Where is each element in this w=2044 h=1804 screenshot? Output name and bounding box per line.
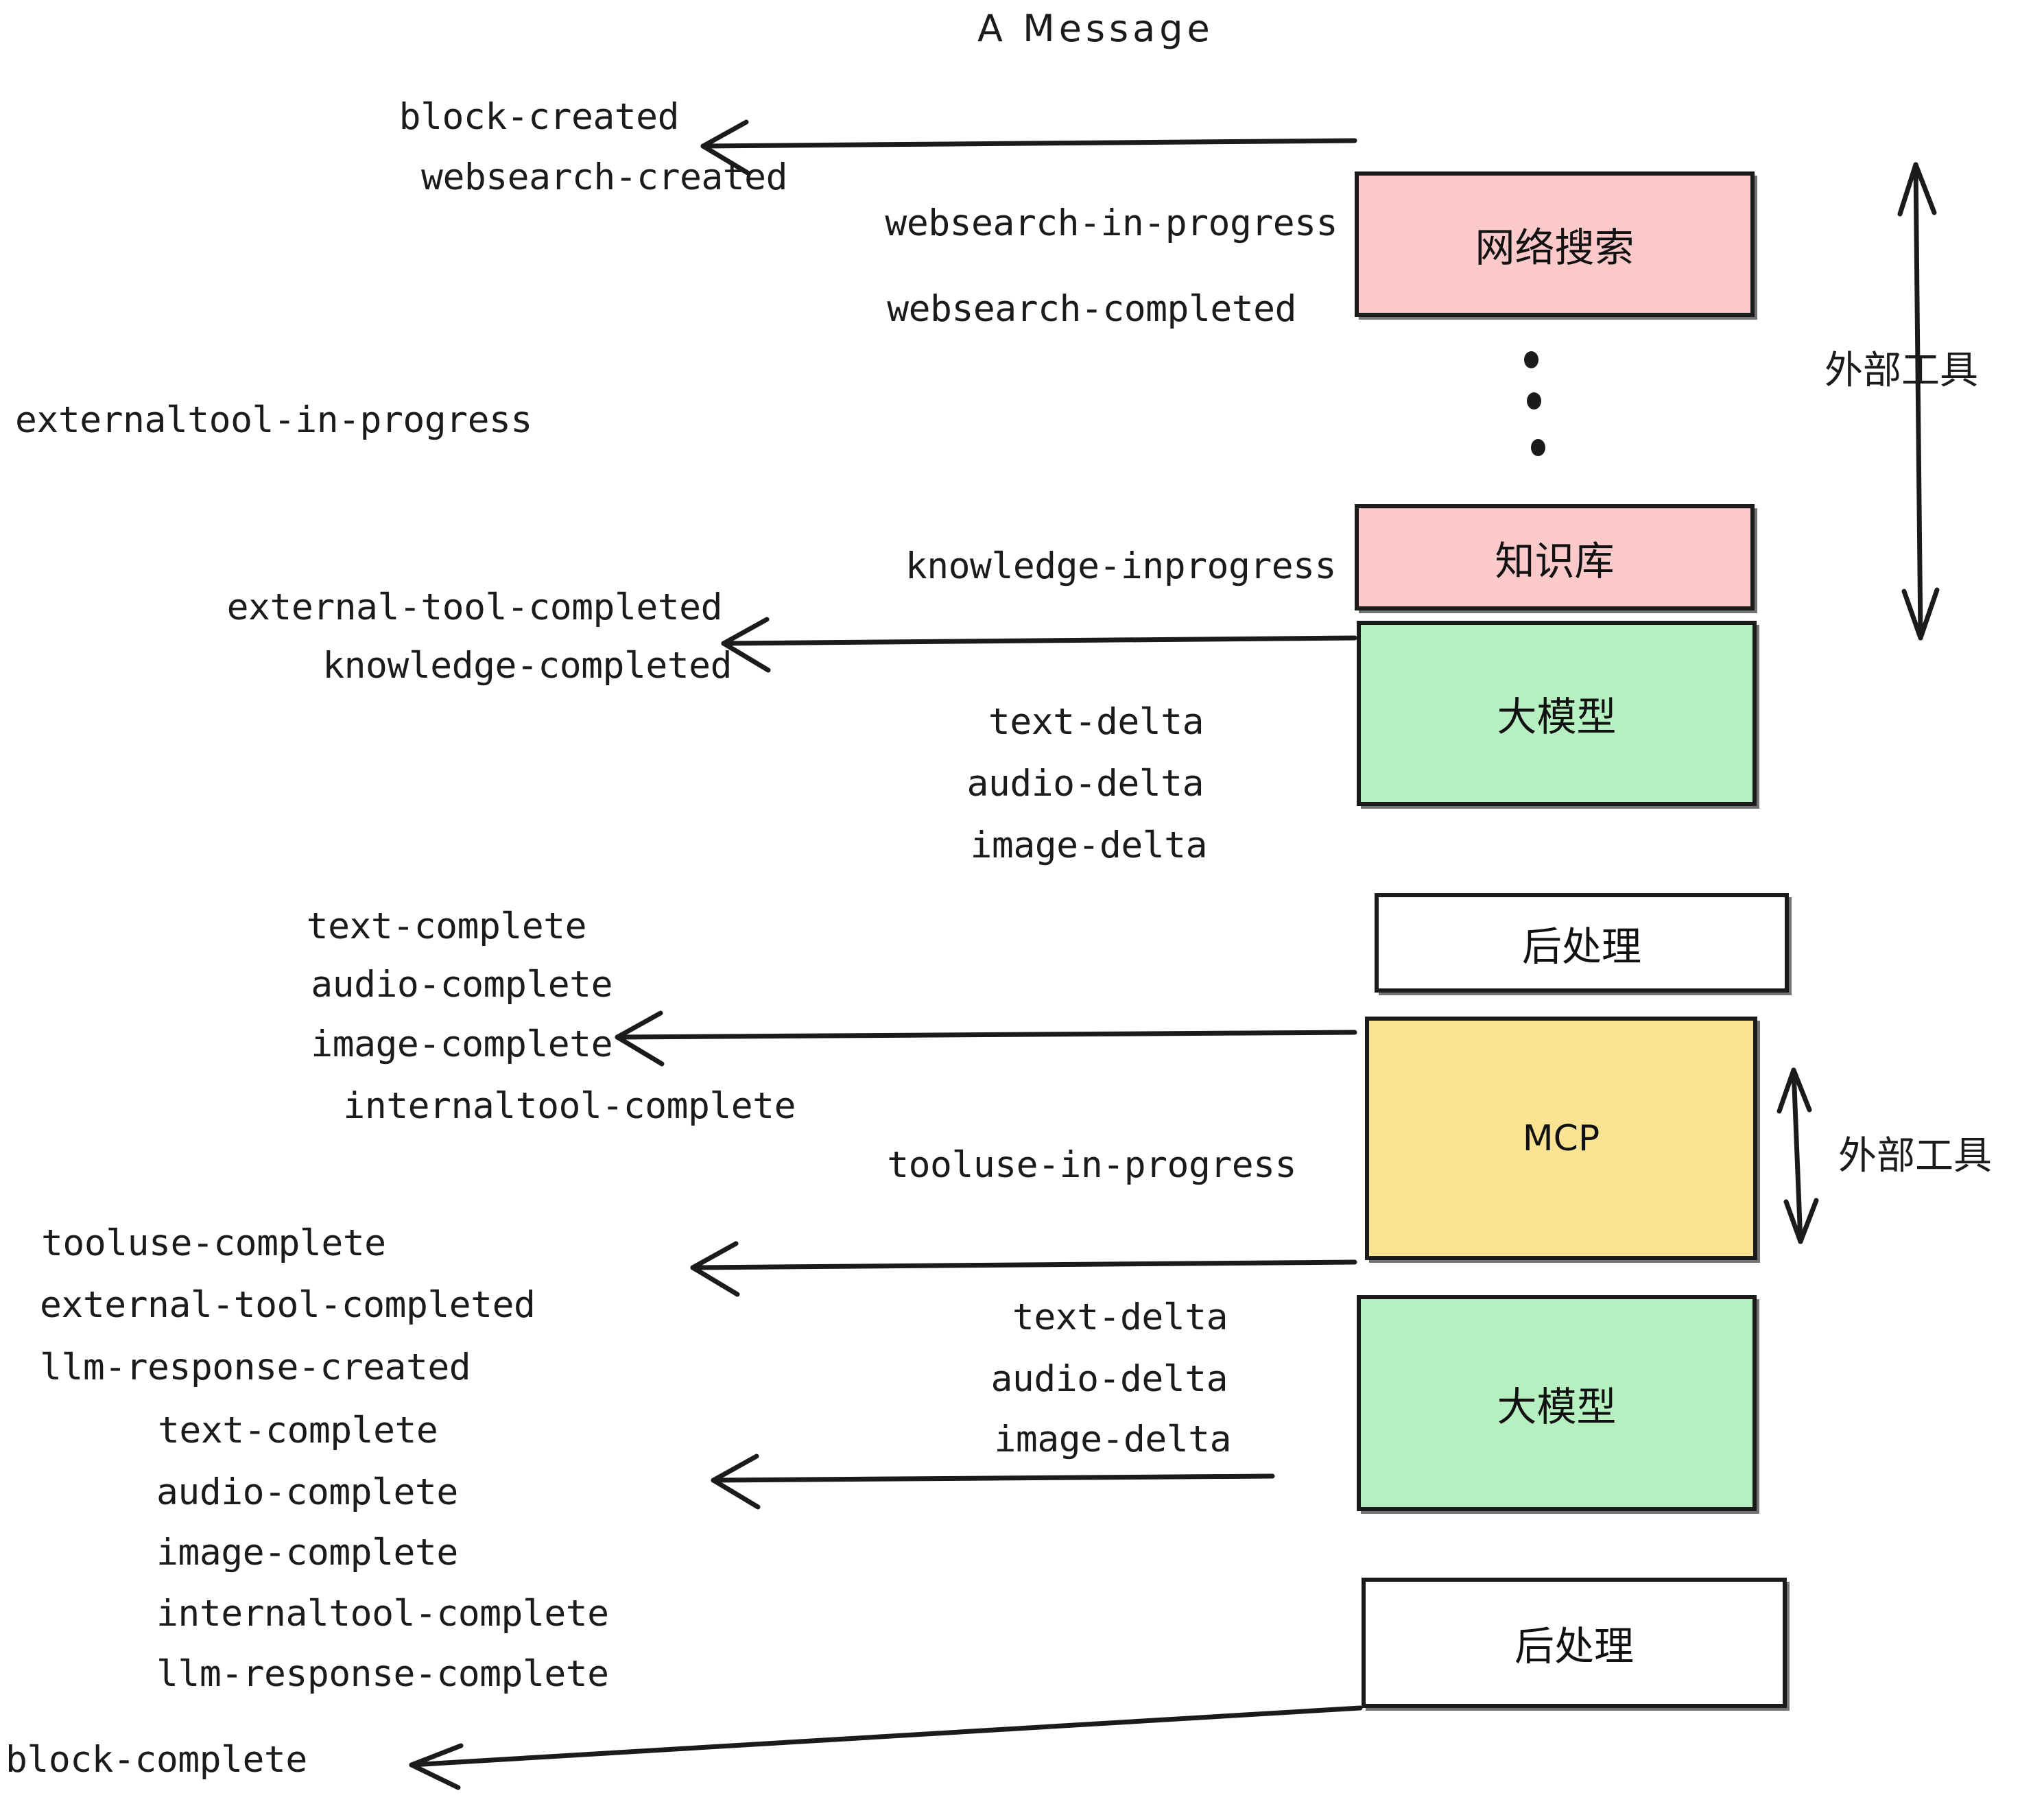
box-mcp[interactable]: MCP bbox=[1365, 1017, 1757, 1260]
event-text-delta-2: text-delta bbox=[1012, 1296, 1228, 1338]
box-label: 知识库 bbox=[1495, 537, 1615, 584]
box-label: 后处理 bbox=[1514, 1623, 1634, 1670]
event-websearch-created: websearch-created bbox=[421, 156, 787, 198]
side-label-external-tool-top: 外部工具 bbox=[1825, 348, 1978, 393]
event-tooluse-complete: tooluse-complete bbox=[41, 1222, 386, 1264]
box-llm-top[interactable]: 大模型 bbox=[1357, 621, 1757, 806]
event-internaltool-complete-1: internaltool-complete bbox=[343, 1085, 796, 1127]
event-image-complete-2: image-complete bbox=[156, 1532, 458, 1574]
event-websearch-in-progress: websearch-in-progress bbox=[885, 202, 1338, 244]
event-knowledge-inprogress: knowledge-inprogress bbox=[905, 545, 1337, 587]
ellipsis-dot-2 bbox=[1527, 392, 1541, 410]
event-llm-response-created: llm-response-created bbox=[40, 1346, 471, 1388]
event-externaltool-in-progress: externaltool-in-progress bbox=[15, 399, 532, 441]
box-label: 后处理 bbox=[1521, 923, 1641, 970]
event-external-tool-completed-2: external-tool-completed bbox=[40, 1284, 536, 1326]
box-postprocess-top[interactable]: 后处理 bbox=[1375, 893, 1789, 993]
ellipsis-dot-3 bbox=[1531, 439, 1545, 456]
event-websearch-completed: websearch-completed bbox=[887, 288, 1296, 330]
box-label: 网络搜索 bbox=[1475, 224, 1635, 271]
event-block-complete: block-complete bbox=[5, 1739, 307, 1781]
event-internaltool-complete-2: internaltool-complete bbox=[156, 1593, 609, 1635]
event-image-delta-1: image-delta bbox=[970, 824, 1208, 866]
event-text-complete-2: text-complete bbox=[158, 1410, 438, 1451]
event-llm-response-complete: llm-response-complete bbox=[156, 1653, 609, 1695]
event-audio-delta-1: audio-delta bbox=[966, 763, 1204, 805]
event-external-tool-completed-1: external-tool-completed bbox=[226, 586, 723, 628]
event-knowledge-completed: knowledge-completed bbox=[322, 645, 732, 687]
event-audio-complete-2: audio-complete bbox=[156, 1471, 458, 1513]
ellipsis-dot-1 bbox=[1524, 351, 1538, 368]
event-text-complete-1: text-complete bbox=[306, 905, 587, 947]
box-label: MCP bbox=[1522, 1117, 1600, 1159]
event-block-created: block-created bbox=[399, 96, 680, 138]
event-tooluse-in-progress: tooluse-in-progress bbox=[887, 1144, 1296, 1186]
event-image-complete-1: image-complete bbox=[311, 1023, 613, 1065]
page-title: A Message bbox=[977, 7, 1214, 50]
event-image-delta-2: image-delta bbox=[994, 1419, 1232, 1460]
box-llm-bottom[interactable]: 大模型 bbox=[1357, 1295, 1757, 1511]
event-audio-complete-1: audio-complete bbox=[311, 964, 613, 1006]
box-websearch[interactable]: 网络搜索 bbox=[1355, 171, 1755, 317]
box-knowledge[interactable]: 知识库 bbox=[1355, 504, 1755, 610]
box-postprocess-bottom[interactable]: 后处理 bbox=[1362, 1578, 1787, 1708]
box-label: 大模型 bbox=[1497, 693, 1617, 740]
event-audio-delta-2: audio-delta bbox=[990, 1358, 1228, 1400]
box-label: 大模型 bbox=[1497, 1383, 1617, 1430]
event-text-delta-1: text-delta bbox=[988, 701, 1204, 743]
side-label-external-tool-bottom: 外部工具 bbox=[1838, 1134, 1992, 1178]
